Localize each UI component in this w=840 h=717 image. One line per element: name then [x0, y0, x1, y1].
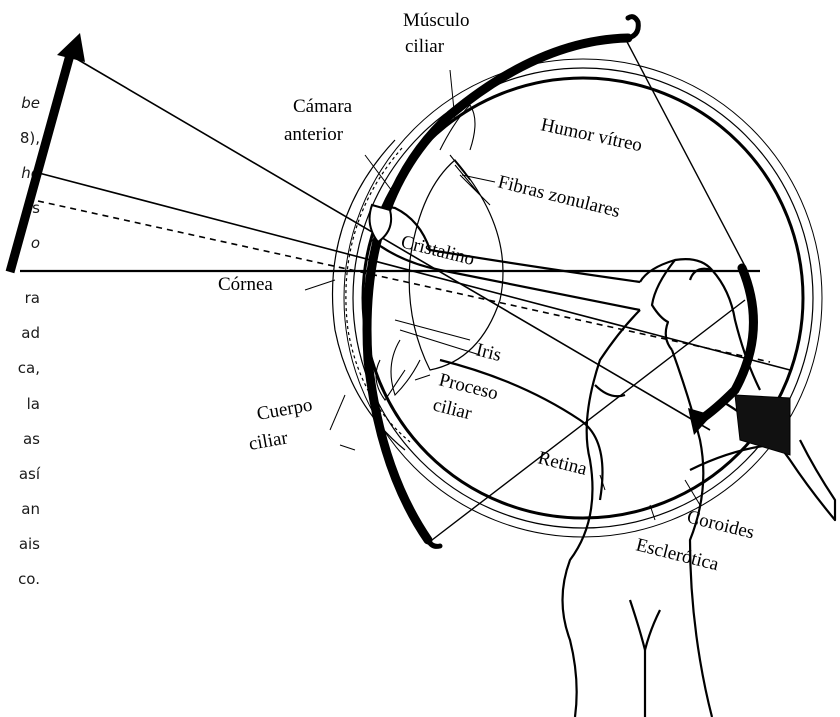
label-cuerpo-ciliar-2: ciliar [247, 427, 290, 455]
label-musculo-ciliar: Músculo [403, 10, 470, 31]
label-musculo-ciliar-2: ciliar [405, 36, 445, 57]
label-camara-anterior-2: anterior [284, 124, 344, 145]
label-proceso-ciliar-2: ciliar [431, 394, 475, 424]
archer-figure [372, 207, 835, 717]
label-cornea: Córnea [218, 274, 273, 295]
label-cuerpo-ciliar: Cuerpo [255, 395, 314, 425]
label-iris: Iris [474, 339, 504, 366]
label-retina: Retina [536, 447, 590, 480]
label-camara-anterior: Cámara [293, 96, 353, 117]
bowstring [625, 38, 747, 270]
label-esclerotica: Esclerótica [634, 534, 722, 575]
label-humor-vitreo: Humor vítreo [539, 114, 644, 156]
label-cristalino: Cristalino [399, 231, 477, 270]
object-arrow [10, 33, 85, 272]
label-coroides: Coroides [685, 506, 757, 543]
label-fibras-zonulares: Fibras zonulares [496, 171, 622, 222]
